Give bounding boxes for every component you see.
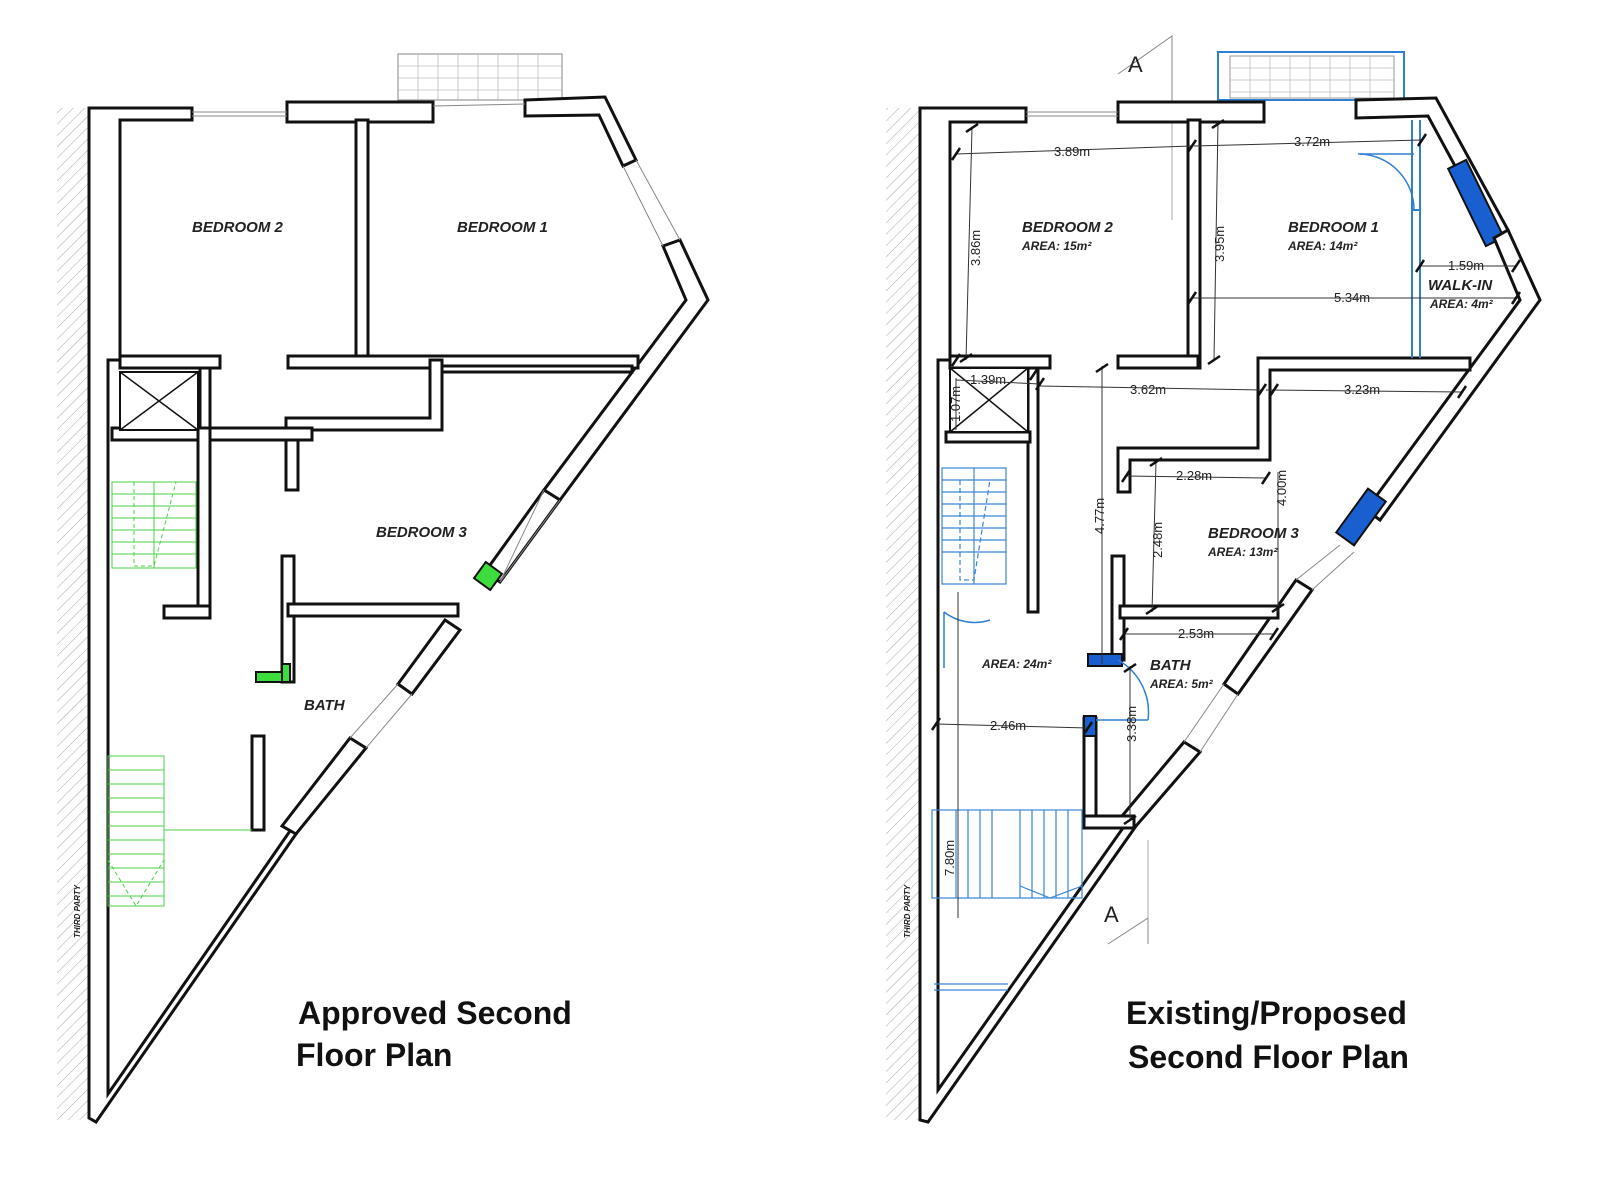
proposed-bedroom1-area: AREA: 14m² [1287,239,1358,253]
proposed-walkin-area: AREA: 4m² [1429,297,1494,311]
stairs-proposed-lower [931,809,1083,991]
section-line-a: A A [1104,35,1173,945]
lift-shaft [119,371,199,431]
dim-lift-depth: 1.07m [948,386,963,422]
third-party-hatch-right [886,108,920,1120]
proposed-floor-plan: A A [886,35,1542,1124]
dim-bath-width: 2.53m [1178,626,1214,641]
proposed-third-party-label: THIRD PARTY [903,884,912,938]
proposed-walkin-label: WALK-IN [1428,277,1493,294]
stairs-proposed-upper [941,467,1007,668]
wall-change-blue-bath [1087,653,1123,667]
walk-in-partition [1358,120,1421,358]
approved-bedroom2-label: BEDROOM 2 [192,219,284,236]
stairs-approved-upper [111,481,197,569]
approved-third-party-label: THIRD PARTY [73,884,82,938]
stairs-approved-lower [107,755,252,907]
dim-walkin-width: 1.59m [1448,258,1484,273]
proposed-hall-area: AREA: 24m² [981,657,1052,671]
dim-hall-length: 4.77m [1092,498,1107,534]
approved-floor-plan: BEDROOM 2 BEDROOM 1 BEDROOM 3 BATH THIRD… [57,53,710,1124]
dim-bedroom1-full: 5.34m [1334,290,1370,305]
bath-door-swing [1117,659,1150,721]
dim-bedroom1-depth: 3.95m [1212,226,1227,262]
approved-bath-label: BATH [304,697,346,714]
proposed-bedroom3-label: BEDROOM 3 [1208,525,1300,542]
approved-caption-line2: Floor Plan [296,1037,452,1073]
dim-corridor-width: 3.62m [1130,382,1166,397]
dim-lift-width: 1.39m [970,372,1006,387]
proposed-bedroom2-label: BEDROOM 2 [1022,219,1114,236]
dim-bedroom3-step: 2.28m [1176,468,1212,483]
approved-bedroom3-label: BEDROOM 3 [376,524,468,541]
wall-change-green [472,560,504,592]
section-mark-bottom: A [1104,902,1119,927]
dim-bath-depth: 3.38m [1124,706,1139,742]
proposed-caption-line1: Existing/Proposed [1126,995,1407,1031]
dimension-lines [930,118,1522,918]
dim-bedroom2-width: 3.89m [1054,144,1090,159]
approved-caption-line1: Approved Second [298,995,572,1031]
dim-bedroom3-depth: 4.00m [1274,470,1289,506]
outer-wall-right [523,95,639,168]
dim-bedroom1-width: 3.72m [1294,134,1330,149]
balcony [397,53,563,101]
proposed-bedroom1-label: BEDROOM 1 [1288,219,1379,236]
proposed-caption-line2: Second Floor Plan [1128,1039,1409,1075]
dim-bedroom3-inner: 2.48m [1150,522,1165,558]
dim-stair-length: 7.80m [942,840,957,876]
outer-wall [87,106,298,1124]
proposed-bath-label: BATH [1150,657,1192,674]
dim-bedroom3-top: 3.23m [1344,382,1380,397]
section-mark-top: A [1128,52,1143,77]
proposed-bedroom2-area: AREA: 15m² [1021,239,1092,253]
third-party-hatch [57,108,89,1120]
balcony-proposed [1217,51,1405,101]
proposed-bath-area: AREA: 5m² [1149,677,1214,691]
dim-hall-width: 2.46m [990,718,1026,733]
proposed-bedroom3-area: AREA: 13m² [1207,545,1278,559]
dim-bedroom2-depth: 3.86m [968,230,983,266]
window-change-blue-mid [1334,487,1388,547]
approved-bedroom1-label: BEDROOM 1 [457,219,548,236]
lift-shaft-proposed [949,367,1029,433]
